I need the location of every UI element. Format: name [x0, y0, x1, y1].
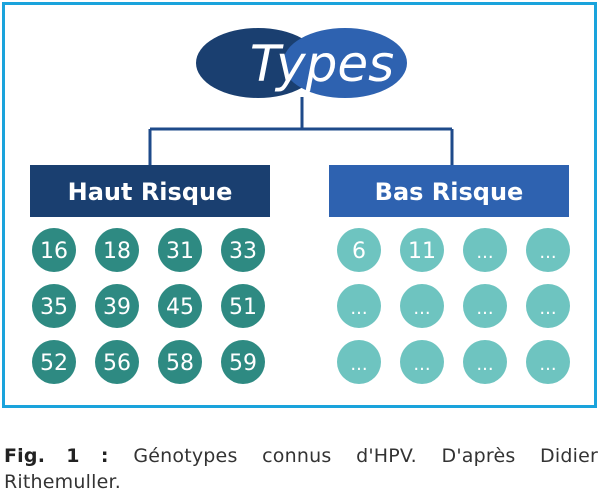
- high-risk-type-circle: [158, 284, 202, 328]
- high-risk-header-box: [30, 165, 270, 217]
- high-risk-type-circle: [221, 284, 265, 328]
- high-risk-type-circle: [95, 340, 139, 384]
- group-high-risk: Haut Risque 16 18 31 33 35 39 45 51 52 56 58 59: [30, 165, 270, 384]
- low-risk-type-label: ...: [476, 242, 493, 263]
- low-risk-type-label: ...: [539, 354, 556, 375]
- high-risk-type-label: 51: [229, 295, 257, 320]
- high-risk-type-label: 45: [166, 295, 194, 320]
- low-risk-type-label: ...: [539, 298, 556, 319]
- low-risk-type-label: 11: [408, 239, 436, 264]
- high-risk-type-circle: [158, 228, 202, 272]
- low-risk-type-label: ...: [476, 298, 493, 319]
- figure-frame: [2, 2, 597, 408]
- low-risk-type-circle: [526, 284, 570, 328]
- hpv-types-diagram: Types Haut Risque 16 18 31 33 35 39 45 51 52 56 58…: [30, 28, 570, 384]
- caption-label: Fig. 1 :: [4, 445, 109, 467]
- low-risk-type-circle: [400, 228, 444, 272]
- high-risk-circles: 16 18 31 33 35 39 45 51 52 56 58 59: [32, 228, 265, 384]
- low-risk-circles: 6 11..............................: [337, 228, 570, 384]
- low-risk-type-circle: [526, 340, 570, 384]
- caption-text: Génotypes connus d'HPV. D'après Didier R…: [4, 445, 598, 493]
- low-risk-type-circle: [400, 284, 444, 328]
- low-risk-type-label: ...: [413, 298, 430, 319]
- low-risk-header-box: [329, 165, 569, 217]
- high-risk-type-label: 18: [103, 239, 131, 264]
- low-risk-type-circle: [463, 284, 507, 328]
- high-risk-label: Haut Risque: [68, 178, 233, 206]
- high-risk-type-circle: [32, 340, 76, 384]
- connector-lines: [148, 97, 454, 165]
- high-risk-type-label: 35: [40, 295, 68, 320]
- low-risk-type-circle: [463, 340, 507, 384]
- low-risk-type-label: 6: [352, 239, 366, 264]
- high-risk-type-label: 59: [229, 351, 257, 376]
- low-risk-type-circle: [337, 340, 381, 384]
- low-risk-type-label: ...: [350, 354, 367, 375]
- low-risk-label: Bas Risque: [375, 178, 524, 206]
- low-risk-type-circle: [337, 284, 381, 328]
- high-risk-type-circle: [32, 228, 76, 272]
- low-risk-type-circle: [463, 228, 507, 272]
- high-risk-type-circle: [221, 228, 265, 272]
- group-low-risk: Bas Risque 6 11..........................…: [329, 165, 570, 384]
- high-risk-type-circle: [221, 340, 265, 384]
- low-risk-type-label: ...: [413, 354, 430, 375]
- title-text: Types: [250, 35, 394, 93]
- high-risk-type-circle: [158, 340, 202, 384]
- figure-caption: Fig. 1 : Génotypes connus d'HPV. D'après…: [4, 443, 598, 495]
- high-risk-type-label: 52: [40, 351, 68, 376]
- low-risk-type-label: ...: [350, 298, 367, 319]
- high-risk-type-circle: [95, 228, 139, 272]
- low-risk-type-label: ...: [476, 354, 493, 375]
- high-risk-type-label: 58: [166, 351, 194, 376]
- low-risk-type-label: ...: [539, 242, 556, 263]
- low-risk-type-circle: [526, 228, 570, 272]
- high-risk-type-label: 16: [40, 239, 68, 264]
- high-risk-type-circle: [95, 284, 139, 328]
- high-risk-type-label: 31: [166, 239, 194, 264]
- title-ellipse-right: [283, 28, 407, 98]
- high-risk-type-label: 56: [103, 351, 131, 376]
- low-risk-type-circle: [337, 228, 381, 272]
- high-risk-type-circle: [32, 284, 76, 328]
- high-risk-type-label: 39: [103, 295, 131, 320]
- low-risk-type-circle: [400, 340, 444, 384]
- title-ellipse-left: [196, 28, 320, 98]
- title-shape: Types: [196, 28, 407, 98]
- high-risk-type-label: 33: [229, 239, 257, 264]
